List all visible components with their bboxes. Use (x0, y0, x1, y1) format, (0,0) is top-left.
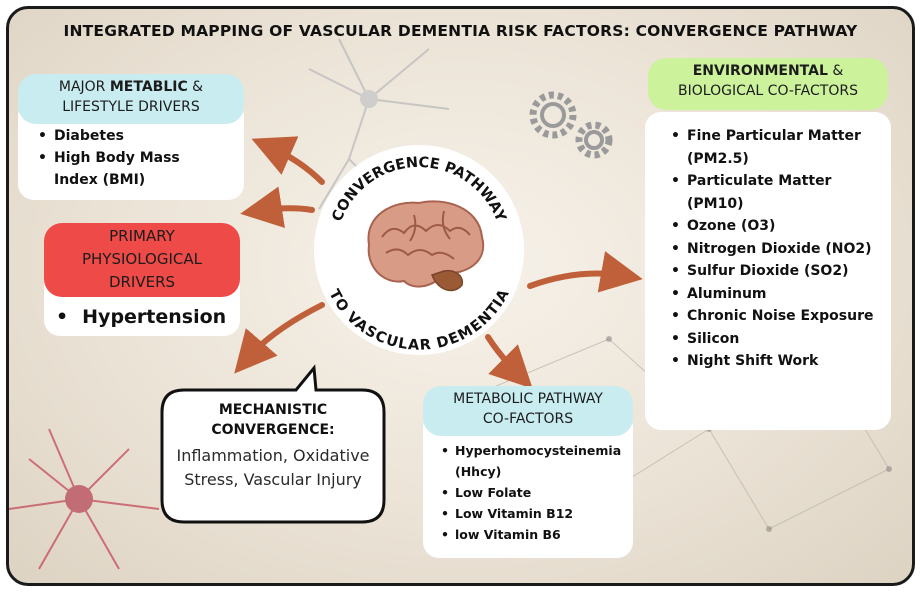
list-item: Hyperhomocysteinemia (Hhcy) (439, 440, 629, 482)
mechanistic-heading: MECHANISTIC CONVERGENCE: (211, 402, 335, 438)
header-text: PRIMARY PHYSIOLOGICAL DRIVERS (81, 227, 202, 291)
metabolic-pathway-box: Hyperhomocysteinemia (Hhcy) Low Folate L… (423, 412, 633, 558)
arrow-to-environmental (527, 251, 643, 293)
metabolic-lifestyle-header: MAJOR METABLIC & LIFESTYLE DRIVERS (18, 74, 244, 124)
header-bold-text: ENVIRONMENTAL (692, 63, 828, 79)
header-text: & (187, 79, 204, 95)
header-text: & (827, 63, 844, 79)
environmental-box: Fine Particular Matter (PM2.5) Particula… (645, 112, 891, 430)
metabolic-pathway-header: METABOLIC PATHWAY CO-FACTORS (423, 386, 633, 436)
list-item: Night Shift Work (669, 350, 885, 373)
center-text-svg: CONVERGENCE PATHWAY TO VASCULAR DEMENTIA (325, 155, 513, 354)
list-item: low Vitamin B6 (439, 524, 629, 545)
hypertension-item: Hypertension (56, 306, 240, 328)
header-text: CO-FACTORS (482, 411, 574, 427)
list-item: Low Folate (439, 482, 629, 503)
list-item: Chronic Noise Exposure (669, 305, 885, 328)
brain-icon (367, 200, 485, 292)
environmental-items: Fine Particular Matter (PM2.5) Particula… (669, 125, 885, 373)
list-item: Ozone (O3) (669, 215, 885, 238)
list-item: High Body Mass Index (BMI) (36, 147, 224, 191)
list-item: Silicon (669, 328, 885, 351)
list-item: Aluminum (669, 283, 885, 306)
header-text: MAJOR (58, 79, 110, 95)
neuron-icon (9, 428, 160, 570)
environmental-header: ENVIRONMENTAL & BIOLOGICAL CO-FACTORS (648, 58, 888, 110)
arrow-to-metabolic (251, 136, 325, 185)
header-text: METABOLIC PATHWAY (453, 391, 603, 407)
list-item: Nitrogen Dioxide (NO2) (669, 238, 885, 261)
gear-icon (529, 91, 613, 159)
list-item: Sulfur Dioxide (SO2) (669, 260, 885, 283)
header-text: LIFESTYLE DRIVERS (62, 99, 200, 115)
list-item: Fine Particular Matter (PM2.5) (669, 125, 885, 170)
header-bold-text: METABLIC (109, 79, 188, 95)
list-item: Diabetes (36, 125, 244, 147)
physiological-header: PRIMARY PHYSIOLOGICAL DRIVERS (44, 223, 240, 297)
list-item: Low Vitamin B12 (439, 503, 629, 524)
header-text: BIOLOGICAL CO-FACTORS (678, 83, 858, 99)
diagram-title: INTEGRATED MAPPING OF VASCULAR DEMENTIA … (63, 22, 858, 40)
metabolic-pathway-items: Hyperhomocysteinemia (Hhcy) Low Folate L… (439, 440, 629, 545)
mechanistic-body: Inflammation, Oxidative Stress, Vascular… (176, 446, 370, 489)
arrow-to-metabolic-pathway (485, 334, 533, 389)
metabolic-items: Diabetes High Body Mass Index (BMI) (36, 125, 244, 191)
mechanistic-bubble: MECHANISTIC CONVERGENCE: Inflammation, O… (170, 400, 376, 492)
list-item: Particulate Matter (PM10) (669, 170, 885, 215)
arrow-to-physiological (240, 186, 315, 229)
arrow-to-mechanistic (234, 302, 325, 374)
neuron-icon (308, 38, 450, 210)
